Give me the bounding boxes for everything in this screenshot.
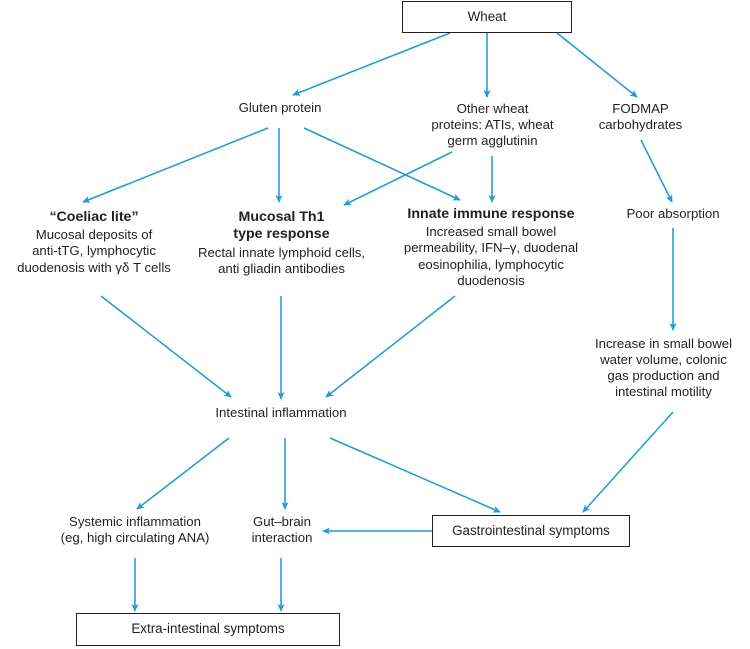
node-innate-immune-response-label: Increased small bowel permeability, IFN–…	[403, 224, 579, 288]
node-innate-immune-response[interactable]: Innate immune response Increased small b…	[384, 206, 598, 289]
node-extra-intestinal-symptoms-label: Extra-intestinal symptoms	[131, 621, 285, 637]
node-increase-small-bowel[interactable]: Increase in small bowel water volume, co…	[577, 336, 750, 400]
node-mucosal-th1-label: Rectal innate lymphoid cells, anti gliad…	[197, 244, 366, 276]
node-extra-intestinal-symptoms[interactable]: Extra-intestinal symptoms	[76, 613, 340, 646]
node-wheat[interactable]: Wheat	[402, 1, 572, 33]
node-other-wheat-proteins[interactable]: Other wheat proteins: ATIs, wheat germ a…	[409, 101, 576, 149]
node-coeliac-lite-label: Mucosal deposits of anti-tTG, lymphocyti…	[17, 227, 171, 275]
edge-gluten-protein-to-innate-immune	[303, 127, 461, 201]
node-gastrointestinal-symptoms[interactable]: Gastrointestinal symptoms	[432, 515, 630, 547]
node-intestinal-inflammation-label: Intestinal inflammation	[215, 405, 347, 420]
node-gut-brain-interaction[interactable]: Gut–brain interaction	[235, 514, 329, 546]
edge-wheat-to-gluten-protein	[292, 32, 451, 96]
node-mucosal-th1-title: Mucosal Th1 type response	[233, 209, 330, 243]
node-gluten-protein-label: Gluten protein	[238, 100, 322, 115]
node-fodmap[interactable]: FODMAP carbohydrates	[577, 101, 704, 133]
node-innate-immune-response-title: Innate immune response	[407, 206, 575, 222]
node-coeliac-lite[interactable]: “Coeliac lite” Mucosal deposits of anti-…	[0, 209, 188, 276]
node-systemic-inflammation[interactable]: Systemic inflammation (eg, high circulat…	[35, 514, 235, 546]
node-gastrointestinal-symptoms-label: Gastrointestinal symptoms	[452, 522, 610, 538]
node-gluten-protein[interactable]: Gluten protein	[199, 100, 361, 116]
node-mucosal-th1[interactable]: Mucosal Th1 type response Rectal innate …	[179, 209, 384, 277]
edge-wheat-to-fodmap	[556, 32, 638, 98]
edge-innate-immune-to-intestinal-inflammation	[325, 295, 456, 398]
node-other-wheat-proteins-label: Other wheat proteins: ATIs, wheat germ a…	[431, 101, 554, 149]
node-poor-absorption-label: Poor absorption	[626, 206, 720, 221]
edge-fodmap-to-poor-absorption	[640, 139, 673, 203]
node-coeliac-lite-title: “Coeliac lite”	[49, 209, 139, 225]
edge-other-wheat-proteins-to-mucosal-th1	[343, 151, 453, 206]
edge-intestinal-inflammation-to-gastrointestinal-symptoms	[329, 437, 501, 513]
node-wheat-label: Wheat	[467, 8, 507, 24]
node-increase-small-bowel-label: Increase in small bowel water volume, co…	[594, 336, 733, 400]
node-systemic-inflammation-label: Systemic inflammation (eg, high circulat…	[60, 514, 210, 546]
node-gut-brain-interaction-label: Gut–brain interaction	[251, 514, 313, 546]
node-poor-absorption[interactable]: Poor absorption	[600, 206, 746, 222]
edge-increase-small-bowel-to-gastrointestinal-symptoms	[582, 411, 674, 513]
edge-coeliac-lite-to-intestinal-inflammation	[100, 295, 232, 398]
node-fodmap-label: FODMAP carbohydrates	[598, 101, 683, 133]
node-intestinal-inflammation[interactable]: Intestinal inflammation	[190, 405, 372, 421]
edge-intestinal-inflammation-to-systemic-inflammation	[136, 437, 230, 510]
edge-gluten-protein-to-coeliac-lite	[82, 127, 269, 203]
